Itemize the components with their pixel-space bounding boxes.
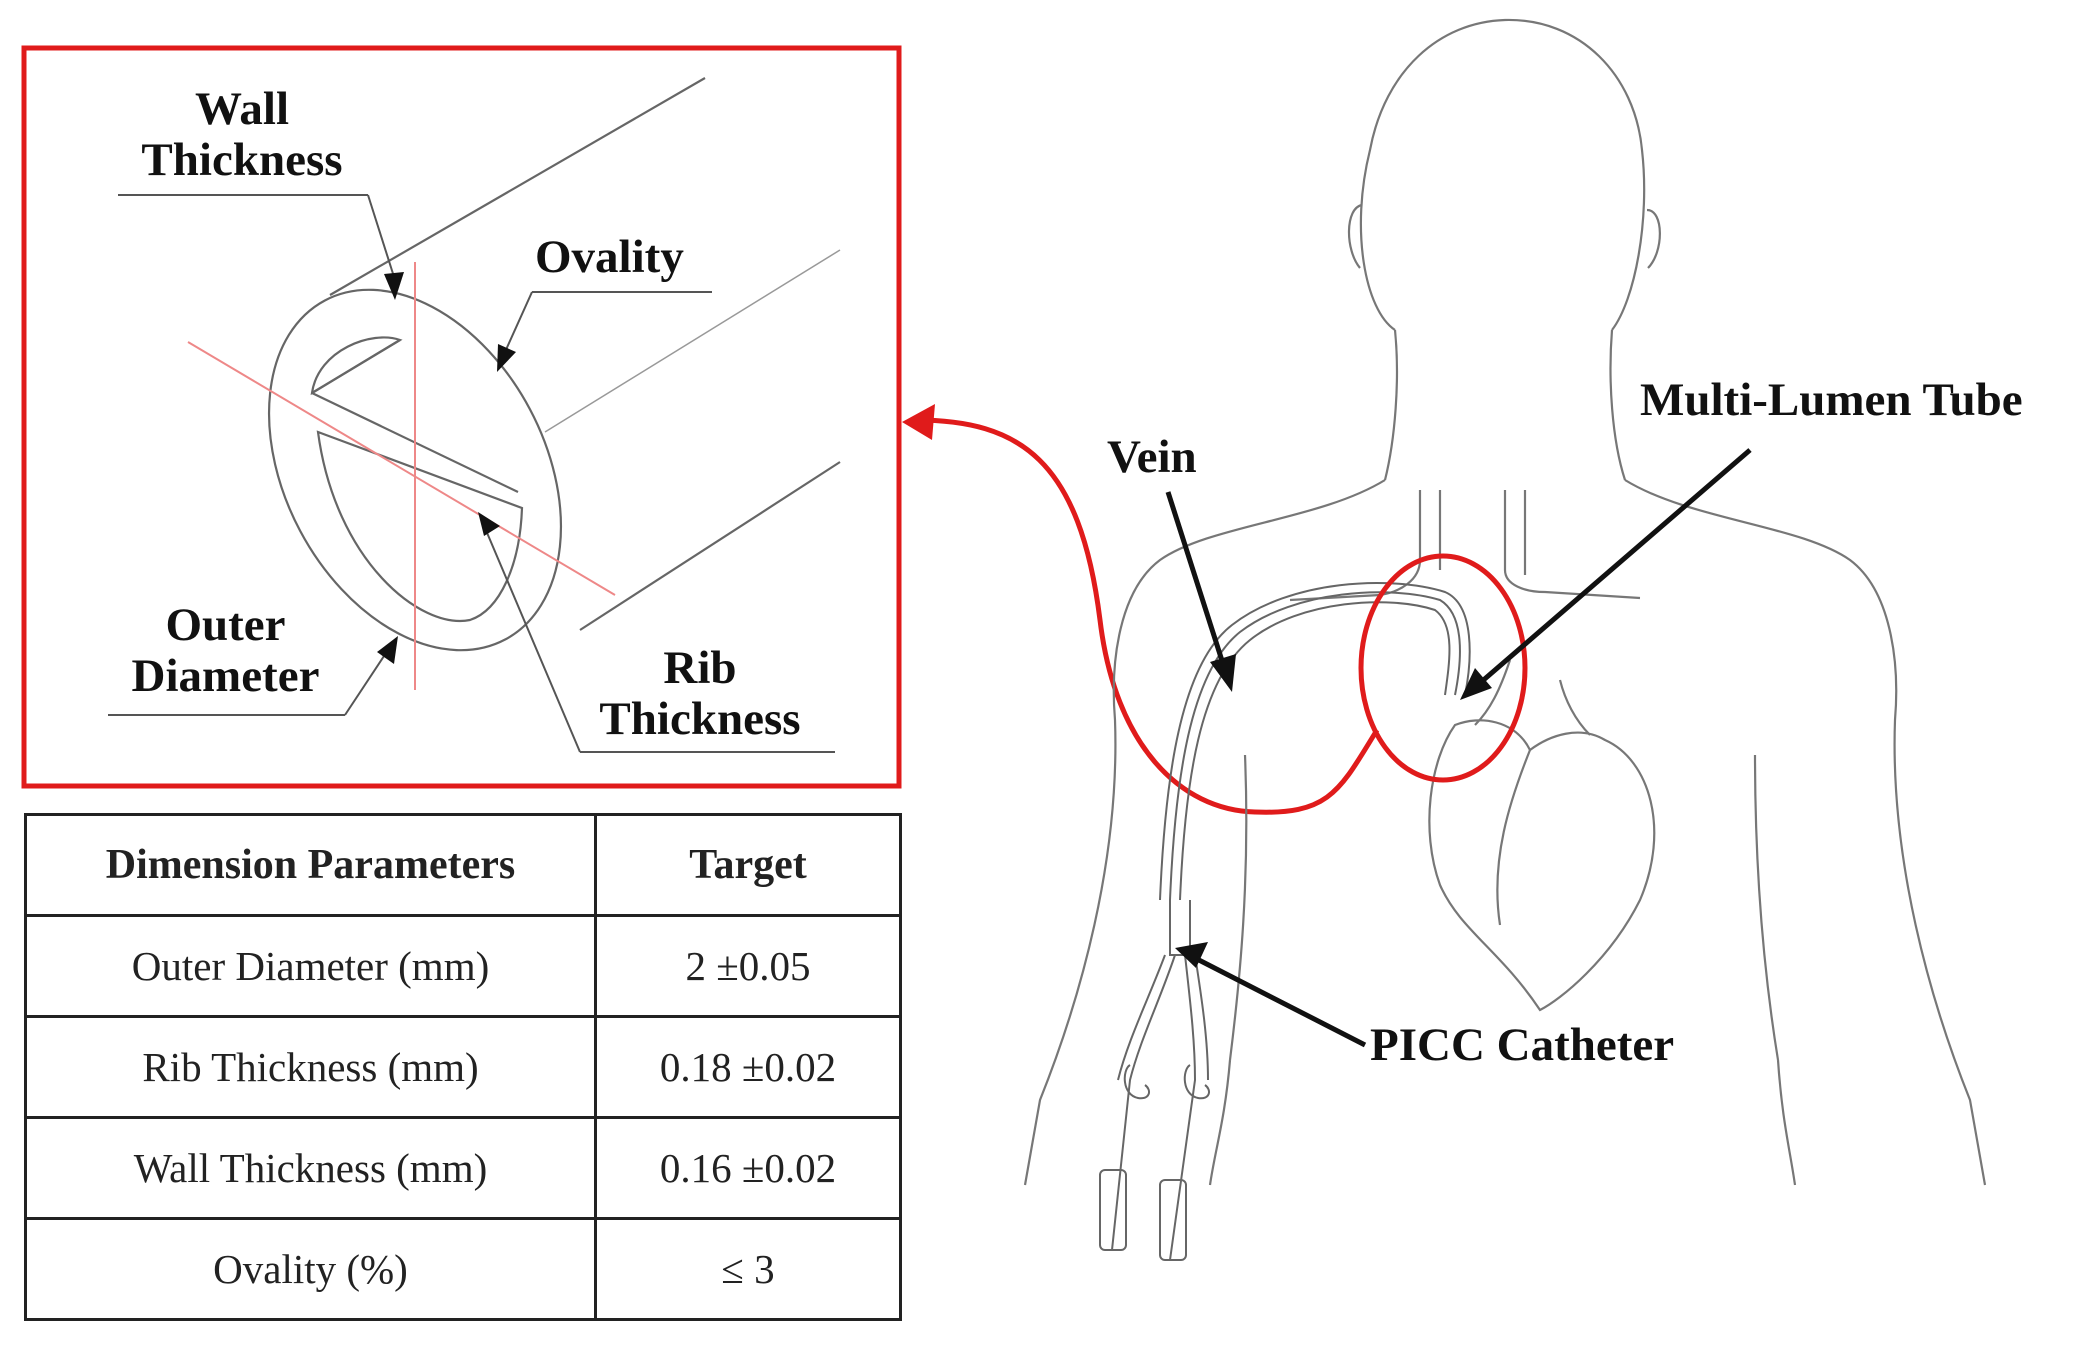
cell-parameter: Wall Thickness (mm)	[24, 1116, 597, 1220]
picc-catheter-arrow	[1175, 942, 1208, 968]
multi-lumen-arrow	[1460, 668, 1492, 700]
center-lines	[187, 262, 616, 690]
label-wall-thickness-line1: Wall	[194, 83, 290, 135]
label-wall-thickness-line2: Thickness	[141, 133, 343, 186]
body-arrowheads	[1175, 654, 1492, 968]
label-wall-thickness: Wall Thickness	[122, 84, 362, 186]
label-picc-catheter: PICC Catheter	[1370, 1019, 1675, 1071]
rib-thickness-arrow	[478, 512, 500, 536]
detail-leaders	[108, 194, 835, 753]
connector-curve	[914, 417, 1380, 815]
table-row: Rib Thickness (mm) 0.18 ±0.02	[24, 1015, 902, 1119]
dimension-table: Dimension Parameters Target Outer Diamet…	[24, 813, 902, 1321]
cell-target: 2 ±0.05	[594, 914, 902, 1018]
table-row: Wall Thickness (mm) 0.16 ±0.02	[24, 1116, 902, 1220]
cell-target: 0.18 ±0.02	[594, 1015, 902, 1119]
label-vein: Vein	[1107, 431, 1197, 483]
catheter	[1099, 582, 1471, 1261]
body-leaders	[1165, 448, 1752, 1048]
detail-frame	[21, 45, 902, 789]
connector-arrowhead	[902, 404, 935, 440]
cell-parameter: Rib Thickness (mm)	[24, 1015, 597, 1119]
label-outer-diameter-line1: Outer	[165, 599, 286, 651]
cell-target: ≤ 3	[594, 1217, 902, 1321]
table-header-row: Dimension Parameters Target	[24, 813, 902, 917]
label-outer-diameter: Outer Diameter	[108, 600, 343, 702]
vein-arrow	[1210, 654, 1236, 692]
cell-parameter: Outer Diameter (mm)	[24, 914, 597, 1018]
label-outer-diameter-line2: Diameter	[131, 649, 320, 702]
wall-thickness-arrow	[384, 272, 404, 300]
detail-arrowheads	[377, 272, 516, 664]
cell-target: 0.16 ±0.02	[594, 1116, 902, 1220]
table-row: Outer Diameter (mm) 2 ±0.05	[24, 914, 902, 1018]
label-rib-thickness: Rib Thickness	[580, 643, 820, 745]
label-multi-lumen-tube: Multi-Lumen Tube	[1640, 374, 2023, 426]
outer-diameter-arrow	[377, 636, 398, 664]
label-ovality: Ovality	[535, 231, 684, 283]
label-rib-thickness-line1: Rib	[663, 642, 737, 694]
ovality-arrow	[497, 344, 516, 372]
label-rib-thickness-line2: Thickness	[599, 692, 801, 745]
header-dimension-parameters: Dimension Parameters	[24, 813, 597, 917]
highlight-ellipse	[1358, 553, 1528, 783]
body-outline	[1023, 18, 1987, 1186]
header-target: Target	[594, 813, 902, 917]
table-row: Ovality (%) ≤ 3	[24, 1217, 902, 1321]
tube-drawing	[267, 77, 841, 652]
cell-parameter: Ovality (%)	[24, 1217, 597, 1321]
